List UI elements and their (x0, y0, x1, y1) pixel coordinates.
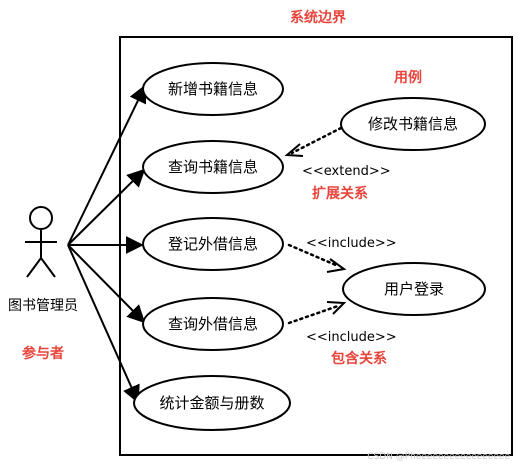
use-case-query-book-label: 查询书籍信息 (168, 158, 258, 176)
association-query-book (67, 168, 146, 246)
actor-icon (25, 206, 57, 278)
use-case-modify-book (340, 97, 486, 151)
association-add-book (67, 84, 147, 246)
use-case-query-loan (142, 297, 284, 351)
system-boundary-label: 系统边界 (290, 9, 347, 26)
use-case-add-book-label: 新增书籍信息 (168, 80, 258, 98)
include-stereotype-1: <<include>> (306, 236, 397, 251)
include-relation-query-loan (287, 304, 340, 325)
use-case-user-login-label: 用户登录 (384, 280, 444, 298)
use-case-statistics (133, 375, 291, 431)
watermark: CSDN @Pheeeeeeeeeeeeeeeee (367, 452, 510, 462)
include-annotation: 包含关系 (331, 350, 387, 367)
include-arrowhead-register (326, 258, 347, 273)
use-case-add-book (142, 62, 284, 116)
association-statistics (67, 244, 140, 404)
include-arrowhead-query-loan (326, 301, 347, 315)
use-case-user-login (342, 262, 486, 316)
include-stereotype-2: <<include>> (306, 330, 397, 345)
include-relation-register (287, 243, 340, 268)
use-case-label: 用例 (394, 69, 422, 86)
extend-relation (290, 126, 343, 155)
actor-annotation: 参与者 (22, 345, 64, 362)
extend-annotation: 扩展关系 (312, 185, 368, 202)
extend-stereotype: <<extend>> (302, 164, 391, 179)
use-case-modify-book-label: 修改书籍信息 (368, 115, 458, 133)
use-case-query-book (142, 140, 284, 194)
extend-arrowhead (284, 143, 304, 157)
association-query-loan (67, 244, 146, 324)
actor-name: 图书管理员 (8, 298, 78, 314)
use-case-register-loan-label: 登记外借信息 (168, 235, 258, 253)
use-case-register-loan (142, 217, 284, 271)
use-case-statistics-label: 统计金额与册数 (159, 394, 264, 412)
use-case-query-loan-label: 查询外借信息 (168, 315, 258, 333)
